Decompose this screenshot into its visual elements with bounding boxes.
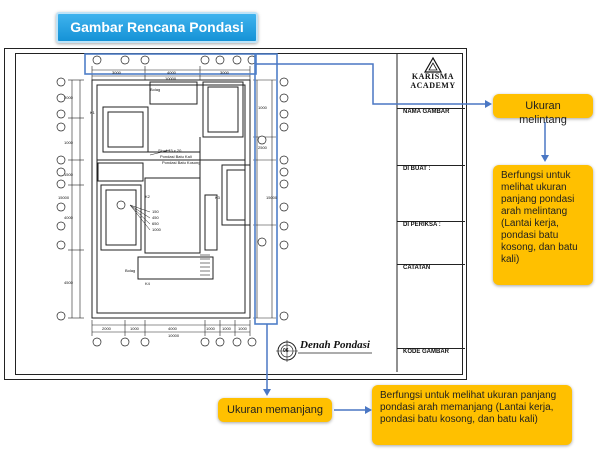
legend-batu-kosong: Pondasi Batu Kosong [162, 160, 201, 165]
arrow-down-to-memanjang-icon [263, 389, 271, 396]
section-dim-4: 1000 [152, 227, 161, 232]
right-dim-1: 1000 [258, 105, 267, 110]
bottom-dim-2: 1000 [130, 326, 139, 331]
arrow-to-melintang-icon [485, 100, 492, 108]
legend-batu-kali: Pondasi Batu Kali [160, 154, 192, 159]
right-total-dim: 15000 [266, 195, 278, 200]
memanjang-highlight [254, 53, 278, 325]
arrow-down-icon [541, 155, 549, 162]
callout-ukuran-melintang: Ukuran melintang [493, 94, 593, 126]
stairs [200, 254, 210, 276]
bottom-dim-4: 1000 [206, 326, 215, 331]
bottom-dimension-lines [91, 320, 251, 336]
left-dim-4: 4000 [64, 215, 73, 220]
logo-line1: KARISMA [411, 72, 455, 81]
grid-row-markers [56, 77, 289, 321]
panel-catatan: CATATAN [397, 264, 465, 349]
di-buat-label: DI BUAT : [403, 166, 431, 172]
panel-nama-gambar: NAMA GAMBAR [397, 108, 465, 165]
bolag-label-bottom: Bolag [125, 268, 136, 273]
grid-column-markers [92, 55, 257, 347]
k1-label: K1 [90, 110, 95, 115]
right-dim-2: 2500 [258, 145, 267, 150]
left-dim-3: 1500 [64, 172, 73, 177]
top-total-dim: 10000 [165, 76, 177, 81]
connector-lines [256, 63, 546, 411]
nama-gambar-label: NAMA GAMBAR [403, 109, 450, 115]
panel-di-buat: DI BUAT : [397, 165, 465, 222]
panel-kode-gambar: KODE GAMBAR [397, 348, 465, 373]
left-dim-2: 1000 [64, 140, 73, 145]
logo-text: KARISMA ACADEMY [404, 72, 462, 90]
left-total-dim: 15000 [58, 195, 70, 200]
karisma-logo-icon [423, 56, 443, 73]
top-dim-2: 4000 [167, 70, 176, 75]
catatan-label: CATATAN [403, 265, 431, 271]
callout-memanjang-description: Berfungsi untuk melihat ukuran panjang p… [372, 385, 572, 445]
top-dimension-lines [91, 66, 251, 80]
right-dimension-lines [253, 79, 276, 319]
section-dim-3: 650 [152, 221, 159, 226]
left-dimension-lines [68, 79, 84, 319]
section-dim-1: 150 [152, 209, 159, 214]
k2-label: K2 [145, 194, 150, 199]
section-leaders [129, 149, 171, 231]
panel-di-periksa: DI PERIKSA : [397, 221, 465, 265]
callout-melintang-description: Berfungsi untuk melihat ukuran panjang p… [493, 165, 593, 285]
kode-gambar-label: KODE GAMBAR [403, 349, 449, 355]
arrow-heads [263, 100, 549, 414]
section-number-icon [276, 340, 298, 362]
building-walls [91, 79, 251, 319]
plan-caption-number: 06 [283, 348, 289, 354]
di-periksa-label: DI PERIKSA : [403, 222, 441, 228]
page-title: Gambar Rencana Pondasi [56, 12, 258, 43]
left-dim-1: 2000 [64, 95, 73, 100]
bottom-dim-6: 1000 [238, 326, 247, 331]
k4-label: K4 [145, 281, 150, 286]
arrow-right-icon [365, 406, 372, 414]
plan-caption: Denah Pondasi [300, 339, 370, 351]
section-dim-2: 450 [152, 215, 159, 220]
logo-line2: ACADEMY [410, 81, 456, 90]
legend-sloof: Sloof 15 x 20 [158, 148, 182, 153]
top-dim-1: 3000 [112, 70, 121, 75]
bottom-dim-5: 1000 [222, 326, 231, 331]
left-dim-5: 4500 [64, 280, 73, 285]
bottom-total-dim: 10000 [168, 333, 180, 338]
callout-ukuran-memanjang: Ukuran memanjang [218, 398, 332, 422]
top-dim-3: 3000 [220, 70, 229, 75]
bottom-dim-3: 4000 [168, 326, 177, 331]
k3-label: K3 [215, 195, 220, 200]
bolag-label-top: Bolag [150, 87, 161, 92]
bottom-dim-1: 2000 [102, 326, 111, 331]
